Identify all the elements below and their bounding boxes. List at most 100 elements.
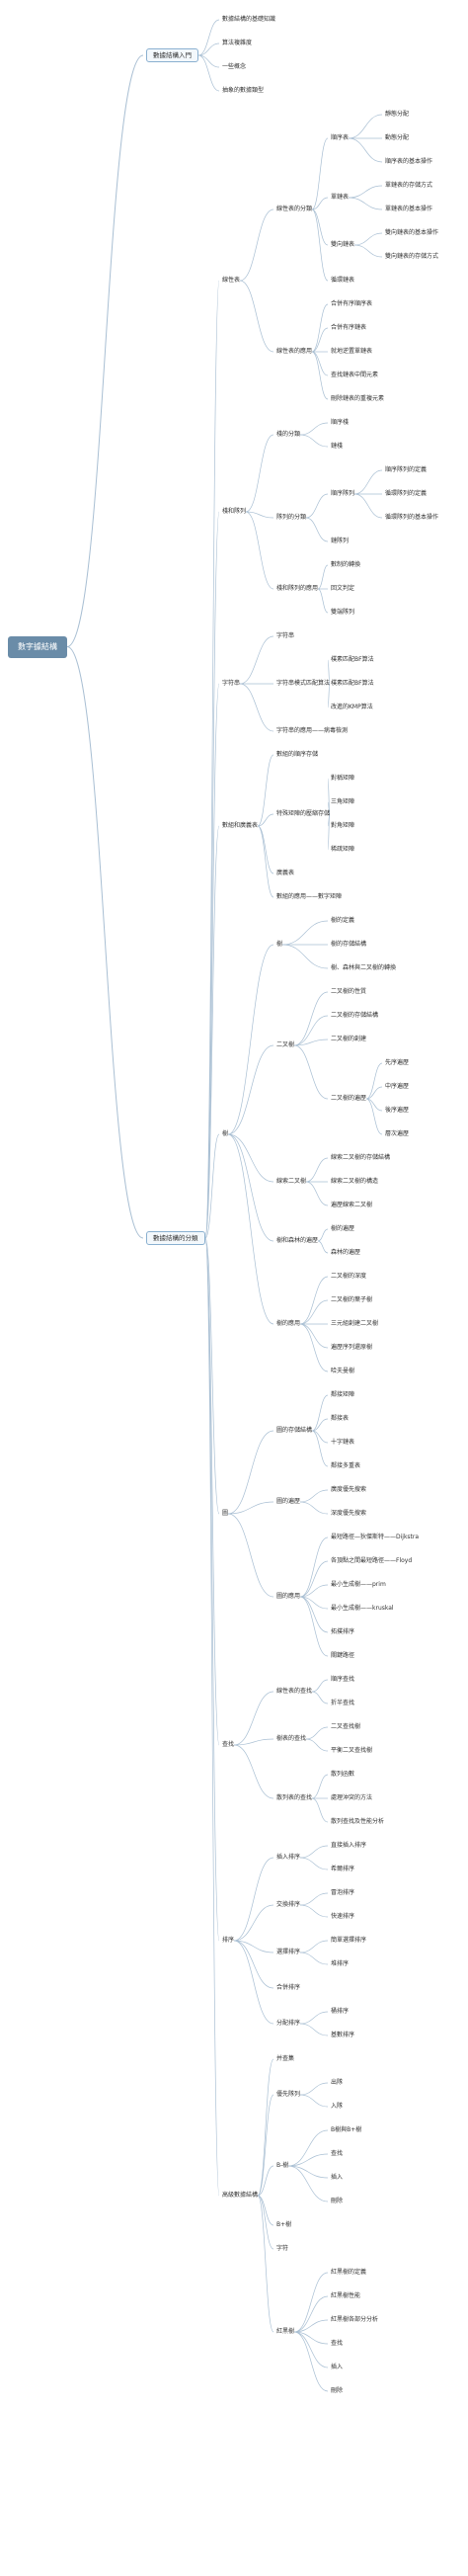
node-root-1-8-5[interactable]: 紅黑樹 [276,2328,295,2335]
node-root-1-7-4-0[interactable]: 桶排序 [331,2008,350,2015]
node-root-1-4-4-2[interactable]: 三元組創建二叉樹 [331,1320,379,1327]
node-root-1-2[interactable]: 字符串 [222,680,241,687]
node-root-1-0-1-4[interactable]: 刪除鏈表的重複元素 [331,395,385,402]
node-root-1-4-0-2[interactable]: 樹、森林與二叉樹的轉換 [331,964,397,971]
node-root-1-4-1-0[interactable]: 二叉樹的性質 [331,988,367,995]
node-root-1-1-1-0-2[interactable]: 循環隊列的基本操作 [385,514,439,521]
node-root-1-1-1-0-1[interactable]: 循環隊列的定義 [385,490,428,497]
node-root-1-6-1-1[interactable]: 平衡二叉查找樹 [331,1747,373,1754]
node-root-1-7-3[interactable]: 合併排序 [276,1984,301,1991]
node-root-1-8-5-1[interactable]: 紅黑樹性能 [331,2292,361,2299]
node-root-1-2-2[interactable]: 字符串的應用——病毒檢測 [276,727,349,734]
node-root-1-7-1[interactable]: 交換排序 [276,1901,301,1908]
node-root-1-5-2-3[interactable]: 最小生成樹——kruskal [331,1605,394,1612]
node-root-1-1-0[interactable]: 棧的分類 [276,431,301,438]
node-root-1-6-2-1[interactable]: 處理沖突的方法 [331,1794,373,1801]
node-root-1-1-0-0[interactable]: 順序棧 [331,419,350,426]
node-root-1-2-1-0[interactable]: 樸素匹配BF算法 [331,656,374,663]
node-root-0-2[interactable]: 一些概念 [222,63,247,70]
node-root-1-4-2[interactable]: 線索二叉樹 [276,1178,307,1185]
node-root-1-5-2-0[interactable]: 最短路徑—狄傑斯特——Dijkstra [331,1534,420,1540]
node-root-1-3[interactable]: 數組和廣義表 [222,822,259,829]
node-root-1-0-0-2-1[interactable]: 雙向鏈表的存儲方式 [385,253,439,260]
node-root-1-4-1-1[interactable]: 二叉樹的存儲結構 [331,1012,379,1019]
node-root-1-4-1-3[interactable]: 二叉樹的遍歷 [331,1095,367,1102]
node-root-1-6-0-1[interactable]: 折半查找 [331,1700,355,1706]
node-root-1-7-2[interactable]: 選擇排序 [276,1949,301,1955]
node-root-1-5-2[interactable]: 圖的應用 [276,1593,301,1600]
node-root-1-5-1-1[interactable]: 深度優先搜索 [331,1510,367,1517]
node-root-1-2-0[interactable]: 字符串 [276,632,295,639]
node-root-1-7-0[interactable]: 插入排序 [276,1854,301,1861]
node-root-1-1-0-1[interactable]: 鏈棧 [331,443,344,450]
node-root-1-0-0-0-1[interactable]: 動態分配 [385,134,410,141]
node-root-1-5-1-0[interactable]: 廣度優先搜索 [331,1486,367,1493]
node-root-0-3[interactable]: 抽象的數據類型 [222,87,265,94]
node-root-1-4-1-3-2[interactable]: 後序遍歷 [385,1107,410,1114]
node-root-1-4-4-0[interactable]: 二叉樹的深度 [331,1273,367,1280]
node-root-1-0-1-1[interactable]: 合併有序鏈表 [331,324,367,331]
node-root-1-8-5-5[interactable]: 刪除 [331,2387,344,2394]
root-topic[interactable]: 數字據結構 [8,635,67,658]
node-root-1-6-2-0[interactable]: 散列函數 [331,1771,355,1778]
node-root-1-7-0-0[interactable]: 直接插入排序 [331,1842,367,1849]
node-root-1-8-2[interactable]: B-樹 [276,2162,289,2169]
node-root-1-1-1-0[interactable]: 順序隊列 [331,490,355,497]
node-root-1-5-0-2[interactable]: 十字鏈表 [331,1439,355,1446]
node-root-1-0-0-2-0[interactable]: 雙向鏈表的基本操作 [385,229,439,236]
node-root-1-6-2-2[interactable]: 散列查找及性能分析 [331,1818,385,1825]
node-root-1-6-0-0[interactable]: 順序查找 [331,1676,355,1683]
node-root-1-4-0-1[interactable]: 樹的存儲結構 [331,941,367,948]
node-root-1-4-4-3[interactable]: 遍歷序列還原樹 [331,1344,373,1351]
node-root-1-3-1-3[interactable]: 稀疏矩陣 [331,846,355,853]
node-root-1-8-5-4[interactable]: 插入 [331,2364,344,2370]
node-root-1-0-1-0[interactable]: 合併有序順序表 [331,300,373,307]
node-root-1-7-4[interactable]: 分配排序 [276,2020,301,2027]
node-root-1-0-0-2[interactable]: 雙向鏈表 [331,241,355,248]
node-root-1-5[interactable]: 圖 [222,1510,229,1517]
node-root-1-4-1-3-3[interactable]: 層次遍歷 [385,1130,410,1137]
node-root-1-8-3[interactable]: B+樹 [276,2221,292,2228]
node-root-1-7-1-1[interactable]: 快速排序 [331,1913,355,1920]
node-root-1-4-2-0[interactable]: 線索二叉樹的存儲結構 [331,1154,391,1161]
node-root-1-0-1-2[interactable]: 就地逆置單鏈表 [331,348,373,355]
node-root-1-8-2-0[interactable]: B樹與B+樹 [331,2126,362,2133]
node-root-1-8-5-0[interactable]: 紅黑樹的定義 [331,2269,367,2276]
node-root-1-5-2-1[interactable]: 各頂點之間最短路徑——Floyd [331,1557,413,1564]
node-root-1-8-5-2[interactable]: 紅黑樹各部分分析 [331,2316,379,2323]
node-root-1-4-3[interactable]: 樹和森林的遍歷 [276,1237,319,1244]
node-root-1-7-1-0[interactable]: 冒泡排序 [331,1889,355,1896]
node-root-1-5-0-3[interactable]: 鄰接多重表 [331,1462,361,1469]
node-root-1-1-2-2[interactable]: 雙端隊列 [331,609,355,616]
node-root-1-4-0-0[interactable]: 樹的定義 [331,917,355,924]
node-root-1-0-0-1-0[interactable]: 單鏈表的存儲方式 [385,182,433,189]
node-root-1-4-3-1[interactable]: 森林的遍歷 [331,1249,361,1256]
node-root-1-4-1[interactable]: 二叉樹 [276,1041,295,1048]
node-root-1-3-1[interactable]: 特殊矩陣的壓縮存儲 [276,810,331,817]
node-root-1-5-1[interactable]: 圖的遍歷 [276,1498,301,1505]
node-root-1-5-2-4[interactable]: 拓撲排序 [331,1628,355,1635]
node-root-1-4-3-0[interactable]: 樹的遍歷 [331,1225,355,1232]
node-root-1-2-1[interactable]: 字符串模式匹配算法 [276,680,331,687]
node-root-1-5-0-0[interactable]: 鄰接矩陣 [331,1391,355,1398]
node-root-1-6-2[interactable]: 散列表的查找 [276,1794,313,1801]
node-root-1-2-1-1[interactable]: 樸素匹配BF算法 [331,680,374,687]
node-root-1[interactable]: 數據結構的分類 [146,1231,205,1245]
node-root-1-8-2-2[interactable]: 插入 [331,2174,344,2181]
node-root-1-7[interactable]: 排序 [222,1937,235,1944]
node-root-1-6-1-0[interactable]: 二叉查找樹 [331,1723,361,1730]
node-root-1-3-0[interactable]: 數組的順序存儲 [276,751,319,758]
node-root-1-5-0[interactable]: 圖的存儲結構 [276,1427,313,1434]
node-root-1-6-1[interactable]: 樹表的查找 [276,1735,307,1742]
node-root-1-4-1-2[interactable]: 二叉樹的創建 [331,1036,367,1042]
node-root-1-1-2[interactable]: 棧和隊列的應用 [276,585,319,592]
node-root-1-8-5-3[interactable]: 查找 [331,2340,344,2347]
node-root-1-4-2-1[interactable]: 線索二叉樹的構造 [331,1178,379,1185]
node-root-1-3-3[interactable]: 數組的應用——數字矩陣 [276,893,343,900]
node-root-1-6[interactable]: 查找 [222,1741,235,1748]
node-root-1-8-1-0[interactable]: 出隊 [331,2079,344,2086]
node-root-1-7-2-1[interactable]: 堆排序 [331,1960,350,1967]
node-root-1-8-1-1[interactable]: 入隊 [331,2103,344,2110]
node-root-1-0-0-0-2[interactable]: 順序表的基本操作 [385,158,433,165]
node-root-1-4-4-1[interactable]: 二叉樹的葉子樹 [331,1296,373,1303]
